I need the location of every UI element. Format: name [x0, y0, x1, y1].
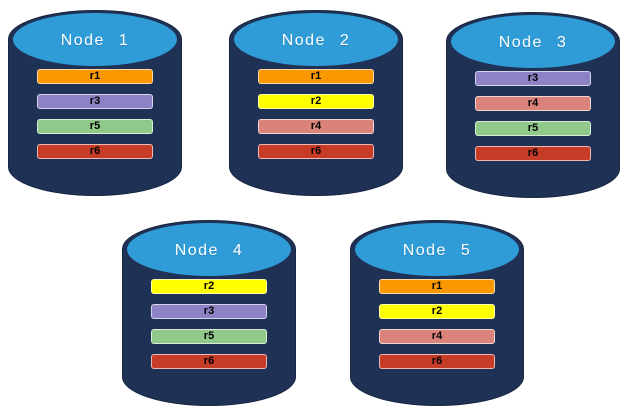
database-node-1: Node 1 r1 r3 r5 r6: [8, 10, 182, 196]
replica-bar-list: r1 r3 r5 r6: [8, 69, 182, 159]
replica-bar-r3: r3: [151, 304, 267, 319]
replica-bar-r5: r5: [151, 329, 267, 344]
database-node-4: Node 4 r2 r3 r5 r6: [122, 220, 296, 406]
node-label: Node 5: [402, 241, 472, 259]
replica-bar-list: r1 r2 r4 r6: [229, 69, 403, 159]
database-node-2: Node 2 r1 r2 r4 r6: [229, 10, 403, 196]
replica-bar-r2: r2: [151, 279, 267, 294]
replica-bar-r4: r4: [475, 96, 591, 111]
replica-bar-r6: r6: [151, 354, 267, 369]
cylinder-top-ellipse: Node 3: [451, 15, 615, 68]
replica-bar-r1: r1: [37, 69, 153, 84]
cylinder-top-ellipse: Node 5: [355, 223, 519, 276]
cylinder-top-ellipse: Node 1: [13, 13, 177, 66]
replica-bar-r6: r6: [379, 354, 495, 369]
replica-bar-r6: r6: [37, 144, 153, 159]
replica-bar-r1: r1: [258, 69, 374, 84]
replica-bar-r3: r3: [37, 94, 153, 109]
replica-bar-r3: r3: [475, 71, 591, 86]
node-label: Node 3: [498, 33, 568, 51]
replica-bar-list: r2 r3 r5 r6: [122, 279, 296, 369]
replica-bar-r4: r4: [379, 329, 495, 344]
replica-bar-list: r3 r4 r5 r6: [446, 71, 620, 161]
replica-bar-r6: r6: [475, 146, 591, 161]
replica-bar-r5: r5: [475, 121, 591, 136]
cylinder-top-ellipse: Node 2: [234, 13, 398, 66]
replica-bar-r2: r2: [258, 94, 374, 109]
node-label: Node 1: [60, 31, 130, 49]
replica-bar-r1: r1: [379, 279, 495, 294]
replica-bar-r6: r6: [258, 144, 374, 159]
database-node-5: Node 5 r1 r2 r4 r6: [350, 220, 524, 406]
replica-bar-r2: r2: [379, 304, 495, 319]
database-node-3: Node 3 r3 r4 r5 r6: [446, 12, 620, 198]
replica-bar-list: r1 r2 r4 r6: [350, 279, 524, 369]
replica-bar-r5: r5: [37, 119, 153, 134]
node-label: Node 2: [281, 31, 351, 49]
cylinder-top-ellipse: Node 4: [127, 223, 291, 276]
replica-bar-r4: r4: [258, 119, 374, 134]
node-label: Node 4: [174, 241, 244, 259]
